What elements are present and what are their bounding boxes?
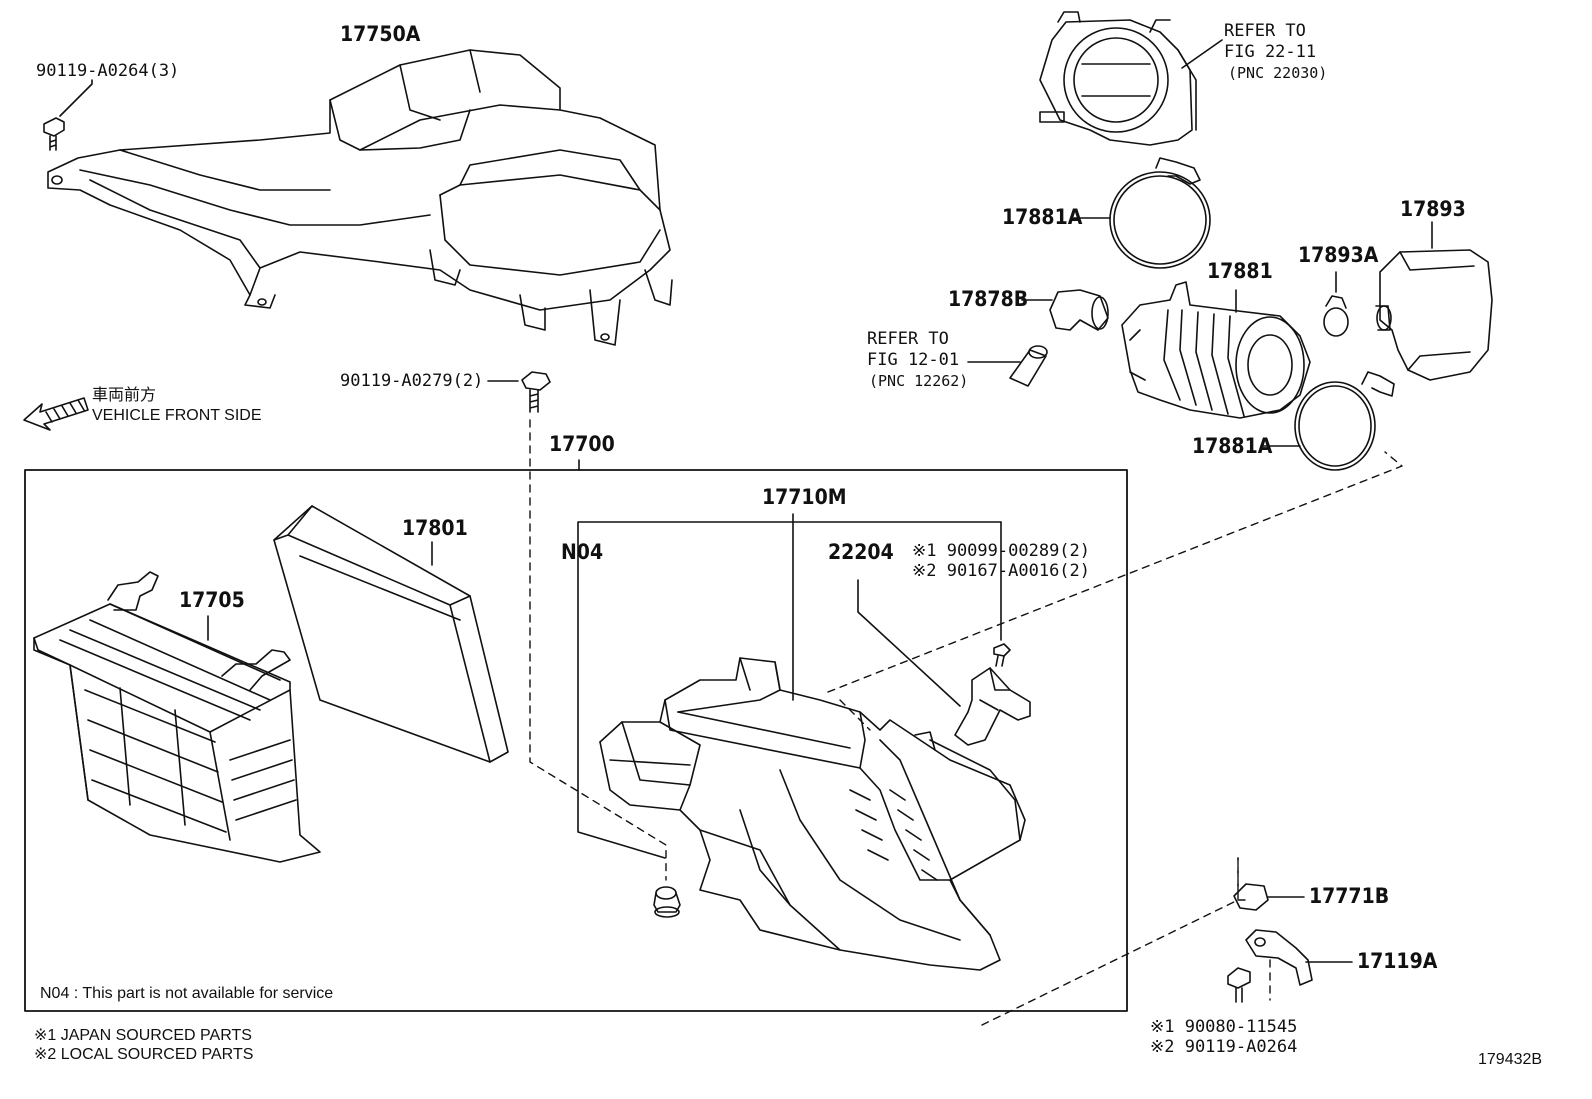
elbow-17878B xyxy=(1049,289,1109,331)
filter-element-17801 xyxy=(273,505,509,763)
label-N04: N04 xyxy=(561,540,604,564)
label-90167-A0016: ※2 90167-A0016(2) xyxy=(912,561,1091,581)
label-17705: 17705 xyxy=(179,588,245,612)
pipe-12262 xyxy=(1009,345,1048,387)
vehicle-front-jp: 車両前方 xyxy=(92,387,157,404)
bolt-90119-A0264-icon xyxy=(43,117,65,151)
bolt-90119-A0279-icon xyxy=(521,371,551,413)
label-17801: 17801 xyxy=(402,516,468,540)
plug-17771B-icon xyxy=(1233,883,1269,911)
refer-hose-line3: (PNC 12262) xyxy=(869,372,969,390)
label-17878B: 17878B xyxy=(948,287,1029,311)
intake-duct-17750A xyxy=(47,49,673,346)
vehicle-front-arrow-icon xyxy=(23,397,89,431)
assembly-17700-box xyxy=(24,469,1128,1012)
n04-note: N04 : This part is not available for ser… xyxy=(40,985,334,1002)
label-90119-A0264: ※2 90119-A0264 xyxy=(1150,1037,1298,1057)
refer-throttle-line1: REFER TO xyxy=(1224,21,1306,41)
label-90119-A0264-3: 90119-A0264(3) xyxy=(36,61,180,81)
label-17700: 17700 xyxy=(549,432,615,456)
screw-90099-icon xyxy=(993,643,1011,667)
hose-clamp-17881A-top xyxy=(1109,157,1211,269)
refer-throttle-line3: (PNC 22030) xyxy=(1228,64,1328,82)
label-17119A: 17119A xyxy=(1357,949,1438,973)
label-90080-11545: ※1 90080-11545 xyxy=(1150,1017,1298,1037)
resonator-17893 xyxy=(1375,249,1493,381)
throttle-body xyxy=(1039,11,1197,146)
legend-local-sourced: ※2 LOCAL SOURCED PARTS xyxy=(34,1046,254,1063)
air-cleaner-case-17710M xyxy=(599,657,1026,971)
clip-17893A xyxy=(1323,295,1349,337)
label-90119-A0279-2: 90119-A0279(2) xyxy=(340,371,484,391)
label-17881: 17881 xyxy=(1207,259,1273,283)
label-17771B: 17771B xyxy=(1309,884,1390,908)
refer-hose-line1: REFER TO xyxy=(867,329,949,349)
air-cleaner-cap-17705 xyxy=(33,571,321,863)
hose-clamp-17881A-bottom xyxy=(1294,371,1395,471)
vehicle-front-en: VEHICLE FRONT SIDE xyxy=(92,407,262,424)
bolt-90080-icon xyxy=(1227,967,1251,1003)
label-22204: 22204 xyxy=(828,540,894,564)
label-17893A: 17893A xyxy=(1298,243,1379,267)
intake-hose-17881 xyxy=(1121,281,1311,419)
label-17881A-top: 17881A xyxy=(1002,205,1083,229)
bracket-17119A xyxy=(1245,929,1313,986)
label-17881A-bottom: 17881A xyxy=(1192,434,1273,458)
figure-id: 179432B xyxy=(1478,1051,1543,1068)
label-17750A: 17750A xyxy=(340,22,421,46)
refer-throttle-line2: FIG 22-11 xyxy=(1224,42,1317,62)
refer-hose-line2: FIG 12-01 xyxy=(867,350,960,370)
label-17710M: 17710M xyxy=(762,485,847,509)
grommet-n04-icon xyxy=(653,886,681,918)
dashed-leader-lines xyxy=(529,419,1403,1026)
air-flow-sensor-22204 xyxy=(954,667,1031,746)
label-17893: 17893 xyxy=(1400,197,1466,221)
label-90099-00289: ※1 90099-00289(2) xyxy=(912,541,1091,561)
legend-japan-sourced: ※1 JAPAN SOURCED PARTS xyxy=(34,1027,252,1044)
